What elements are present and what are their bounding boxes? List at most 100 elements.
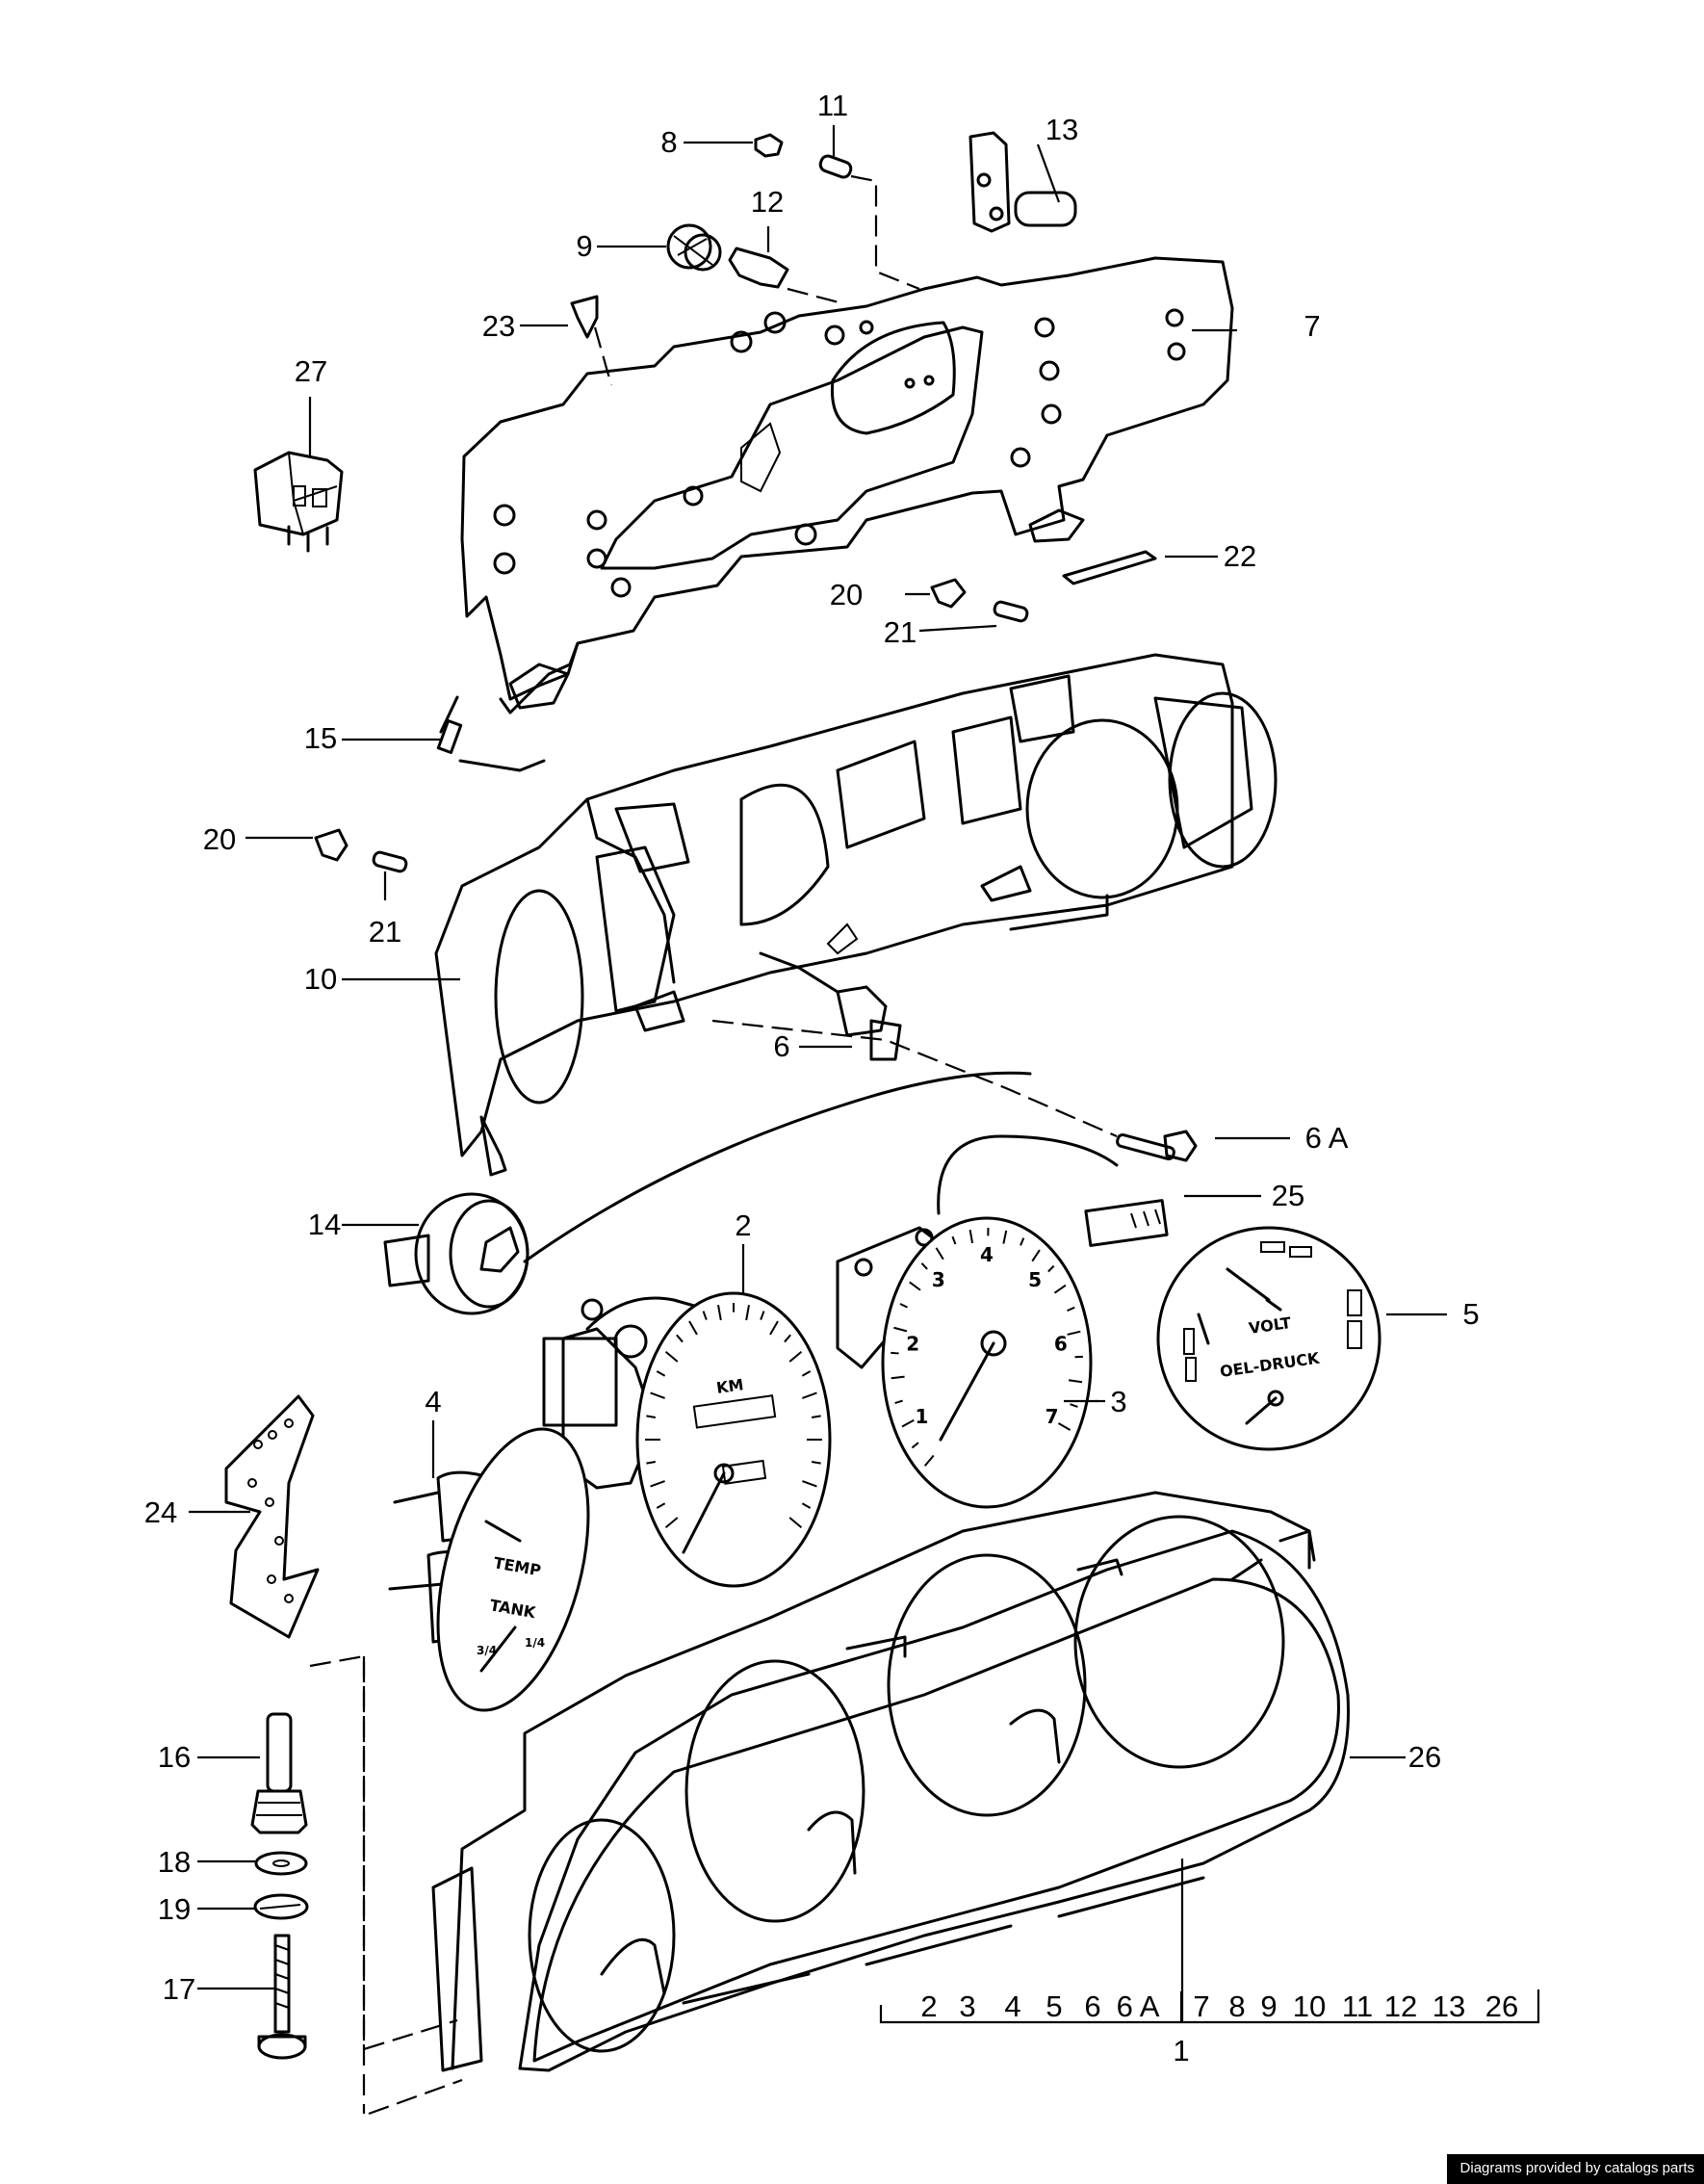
assembly-item-7: 7 — [1193, 1989, 1209, 2023]
assembly-item-8: 8 — [1228, 1989, 1245, 2023]
tach-number-label: 1 — [915, 1405, 928, 1428]
callout-27: 27 — [295, 354, 327, 388]
callout-16: 16 — [158, 1740, 191, 1774]
diagram-credit: Diagrams provided by catalogs parts — [1446, 2154, 1704, 2184]
callout-8: 8 — [660, 125, 677, 159]
gauge-tick — [650, 1391, 665, 1399]
part-12-wedge-bulb — [728, 247, 789, 289]
speedo-km-label: KM — [715, 1375, 745, 1397]
assembly-item-4: 4 — [1004, 1989, 1020, 2023]
part-5-combo-gauge: VOLT OEL-DRUCK — [1156, 1226, 1381, 1451]
gauge-tick — [1031, 1249, 1041, 1262]
gauge-tick — [788, 1517, 803, 1529]
fuel-three-quarter-label: 3/4 — [477, 1644, 497, 1657]
gauge-tick — [899, 1303, 908, 1309]
gauge-tick — [968, 1229, 974, 1244]
callout-12: 12 — [751, 185, 784, 219]
gauge-tick — [717, 1304, 722, 1321]
gauge-tick — [951, 1235, 957, 1245]
gauge-tick — [1067, 1330, 1081, 1336]
part-6a-wire-end — [1116, 1130, 1198, 1162]
callout-20-upper: 20 — [830, 578, 863, 611]
gauge-tick — [664, 1517, 679, 1529]
callout-21-upper: 21 — [884, 615, 917, 649]
callout-15: 15 — [304, 721, 337, 755]
assembly-item-9: 9 — [1260, 1989, 1277, 2023]
part-13-bracket — [968, 131, 1077, 233]
part-16-knob — [250, 1712, 308, 1834]
gauge-tick — [1068, 1379, 1083, 1384]
callout-24: 24 — [144, 1495, 177, 1529]
part-11-bulb — [818, 154, 853, 179]
gauge-tick — [901, 1418, 915, 1428]
gauge-tick — [646, 1415, 657, 1418]
gauge-tick — [909, 1281, 921, 1291]
part-21-bulb-upper — [993, 600, 1029, 623]
gauge-tick — [676, 1334, 684, 1343]
fuel-quarter-label: 1/4 — [525, 1636, 545, 1650]
gauge-tick — [923, 1454, 935, 1467]
part-15-wire — [436, 695, 546, 772]
callout-26: 26 — [1408, 1740, 1441, 1774]
callout-labels: 11 13 8 12 9 23 7 27 22 20 21 15 20 21 1… — [144, 89, 1480, 2006]
callout-7: 7 — [1304, 309, 1320, 343]
callout-1: 1 — [1173, 2034, 1189, 2067]
callout-18: 18 — [158, 1845, 191, 1879]
part-7-circuit-board — [460, 256, 1234, 715]
gauge-tick — [893, 1326, 908, 1333]
tach-number-label: 6 — [1054, 1333, 1068, 1356]
gauge-tick — [702, 1311, 708, 1320]
callout-4: 4 — [425, 1385, 441, 1418]
callout-9: 9 — [576, 229, 592, 263]
part-17-screw — [257, 1934, 307, 2060]
assembly-item-3: 3 — [959, 1989, 975, 2023]
gauge-tick — [664, 1350, 679, 1363]
gauge-tick — [920, 1262, 928, 1270]
part-26-cluster-housing — [431, 1491, 1350, 2072]
callout-11: 11 — [817, 89, 848, 122]
tach-cable — [937, 1134, 1119, 1215]
assembly-item-13: 13 — [1433, 1989, 1465, 2023]
tach-number-label: 2 — [906, 1333, 919, 1356]
callout-5: 5 — [1462, 1297, 1479, 1331]
gauge-tick — [650, 1480, 665, 1488]
part-23-clip — [570, 295, 599, 339]
tach-number-label: 4 — [980, 1243, 994, 1266]
gauge-tick — [811, 1415, 821, 1418]
assembly-item-12: 12 — [1384, 1989, 1417, 2023]
part-24-circuit-plate — [224, 1394, 320, 1639]
callout-25: 25 — [1272, 1179, 1304, 1212]
gauge-tick — [811, 1461, 821, 1465]
gauge-tick — [784, 1334, 791, 1343]
part-2-speedometer: KM — [542, 1291, 832, 1588]
gauge-tick — [1057, 1422, 1071, 1431]
callout-17: 17 — [163, 1972, 195, 2006]
assembly-item-6a: 6 A — [1117, 1989, 1160, 2023]
tach-number-label: 7 — [1046, 1405, 1059, 1428]
gauge-tick — [745, 1304, 750, 1321]
callout-6: 6 — [773, 1029, 789, 1063]
gauge-tick — [760, 1311, 765, 1320]
part-9-lamp-socket — [666, 223, 722, 272]
part-22-strip — [1062, 550, 1157, 585]
tach-number-label: 5 — [1028, 1268, 1042, 1291]
callout-13: 13 — [1046, 113, 1078, 146]
callout-20-lower: 20 — [203, 822, 236, 856]
gauge-tick — [935, 1247, 944, 1261]
gauge-tick — [801, 1502, 812, 1509]
part-18-washer — [254, 1851, 308, 1876]
gauge-tick — [891, 1351, 899, 1355]
dashed-connectors — [309, 174, 1118, 2116]
gauge-tick — [1053, 1284, 1067, 1294]
assembly-item-2: 2 — [920, 1989, 937, 2023]
gauge-tick — [1002, 1230, 1008, 1244]
leader-lines — [189, 125, 1447, 2022]
gauge-tick — [801, 1370, 812, 1377]
part-20-holder-upper — [930, 578, 967, 609]
part-8-bulb-holder — [754, 133, 784, 158]
callout-14: 14 — [308, 1208, 341, 1241]
gauge-tick — [894, 1399, 903, 1405]
gauge-tick — [769, 1320, 779, 1336]
